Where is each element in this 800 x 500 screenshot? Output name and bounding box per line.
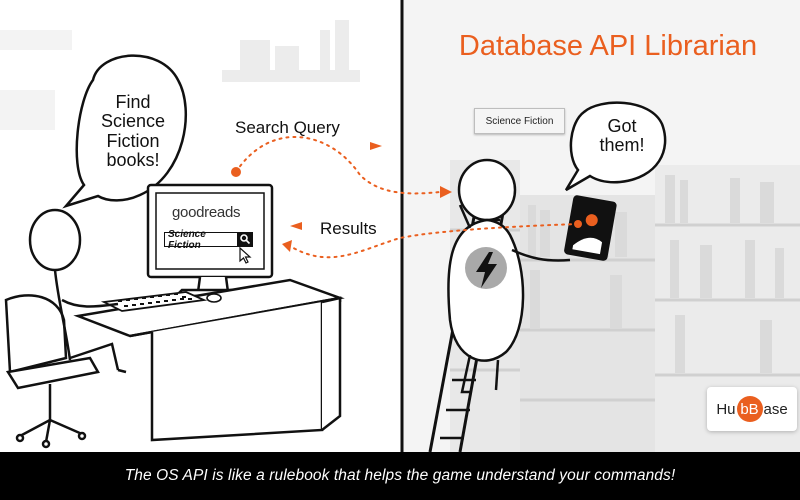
caption-bar: The OS API is like a rulebook that helps… [0, 452, 800, 500]
left-bubble-line: Science [100, 111, 166, 132]
keyboard-keys [118, 293, 192, 307]
search-input[interactable]: Science Fiction [164, 229, 238, 251]
search-icon [240, 234, 251, 245]
search-button[interactable] [238, 232, 253, 247]
results-arrow [282, 220, 582, 259]
person [28, 208, 127, 374]
goodreads-logo: goodreads [172, 204, 241, 221]
cursor-icon [239, 246, 252, 264]
logo-prefix: Hu [716, 400, 736, 418]
right-bubble-line: them! [599, 135, 645, 156]
results-label: Results [320, 219, 377, 238]
logo-circle: bB [736, 396, 763, 422]
librarian [447, 158, 571, 394]
page-title: Database API Librarian [458, 30, 758, 62]
search-query-label: Search Query [235, 118, 340, 137]
hubbase-logo: Hu bB ase [707, 387, 797, 431]
mouse [206, 293, 222, 303]
right-speech-bubble [564, 101, 667, 192]
logo-suffix: ase [763, 400, 788, 418]
right-bubble-line: Got [607, 116, 637, 136]
left-bubble-text: Find Science Fiction books! [88, 92, 178, 171]
chair [4, 294, 100, 449]
query-arrow [231, 136, 452, 198]
illustration [0, 0, 800, 452]
right-bubble-text: Got them! [586, 116, 658, 156]
left-bubble-line: Find [115, 92, 151, 112]
caption-text: The OS API is like a rulebook that helps… [124, 467, 676, 484]
desk [73, 278, 345, 442]
lightning-bolt-icon [465, 247, 507, 289]
left-wall-shelf [0, 20, 360, 130]
left-bubble-line: Fiction [106, 130, 160, 151]
book-icon [564, 195, 617, 261]
search-chip: Science Fiction [474, 108, 565, 134]
left-bubble-line: books! [106, 150, 160, 171]
